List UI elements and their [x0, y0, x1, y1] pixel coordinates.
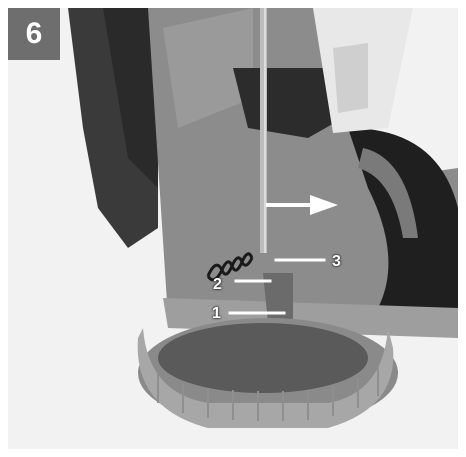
callout-label-2: 2 — [213, 276, 222, 293]
assembly-photo — [8, 8, 458, 449]
callout-label-3: 3 — [332, 253, 341, 270]
motion-arrow-icon — [266, 195, 338, 215]
step-number-badge: 6 — [8, 8, 60, 60]
callout-label-1: 1 — [212, 305, 221, 322]
